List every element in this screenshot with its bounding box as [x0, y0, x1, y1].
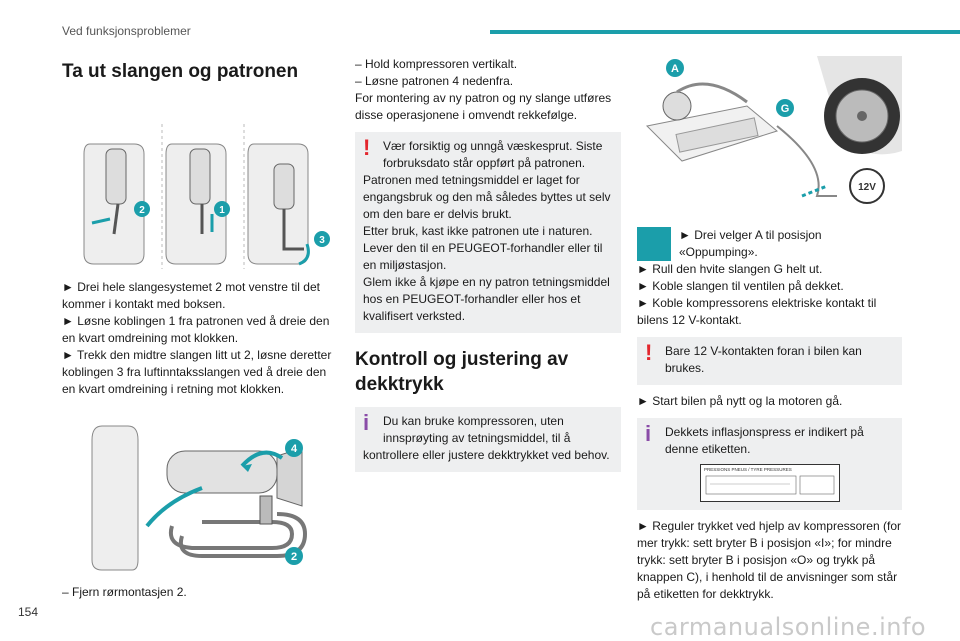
info-box: i Dekkets inflasjonspress er indikert på… [637, 418, 902, 510]
warning-text: Bare 12 V-kontakten foran i bilen kan br… [665, 344, 862, 375]
section-header: Ved funksjonsproblemer [62, 24, 191, 38]
section-heading: Kontroll og justering av dekktrykk [355, 349, 569, 395]
step-text: ► Start bilen på nytt og la motoren gå. [637, 394, 843, 408]
section-title: Ta ut slangen og patronen [62, 61, 299, 82]
info-text: Du kan bruke kompressoren, uten innsprøy… [383, 414, 571, 445]
warning-text: Patronen med tetningsmiddel er laget for… [363, 173, 611, 323]
info-icon: i [645, 421, 652, 446]
page-number: 154 [18, 605, 39, 619]
watermark: carmanualsonline.info [650, 613, 927, 641]
info-text: kontrollere eller justere dekktrykket ve… [363, 448, 610, 462]
tyre-pressure-label-illustration: PRESSIONS PNEUS / TYRE PRESSURES [699, 464, 840, 502]
figure-label: G [781, 103, 790, 115]
step-text: ► Rull den hvite slangen G helt ut. [637, 262, 823, 276]
compressor-illustration: 12V A G [645, 56, 902, 204]
warning-box: ! Bare 12 V-kontakten foran i bilen kan … [637, 337, 902, 385]
cartridge-illustration: 4 2 [91, 425, 308, 571]
figure-label: 2 [291, 551, 297, 563]
body-text: – Løsne patronen 4 nedenfra. [355, 74, 514, 88]
step-text: ► Drei hele slangesystemet 2 mot venstre… [62, 280, 320, 311]
step-text: ► Koble kompressorens elektriske kontakt… [637, 296, 877, 327]
warning-box: ! Vær forsiktig og unngå væskesprut. Sis… [355, 132, 621, 333]
step-text: – Fjern rørmontasjen 2. [62, 585, 187, 599]
info-box: i Du kan bruke kompressoren, uten innspr… [355, 407, 621, 472]
warning-icon: ! [363, 135, 371, 160]
info-icon: i [363, 410, 370, 435]
column-1: Ta ut slangen og patronen 2 1 3 ► Drei h… [62, 56, 332, 601]
warning-icon: ! [645, 340, 653, 365]
step-text: ► Drei velger A til posisjon «Oppumping»… [679, 228, 822, 259]
column-2: – Hold kompressoren vertikalt. – Løsne p… [355, 56, 621, 480]
figure-label: 3 [319, 235, 325, 246]
figure-label: A [671, 63, 679, 75]
figure-label: 1 [219, 205, 225, 216]
info-text: Dekkets inflasjonspress er indikert på d… [665, 425, 864, 456]
step-text: ► Koble slangen til ventilen på dekket. [637, 279, 844, 293]
step-text: ► Reguler trykket ved hjelp av kompresso… [637, 519, 901, 601]
step-text: ► Trekk den midtre slangen litt ut 2, lø… [62, 348, 332, 396]
figure-label: 2 [139, 205, 145, 216]
hose-removal-illustration: 2 1 3 [83, 124, 330, 269]
label-header-text: PRESSIONS PNEUS / TYRE PRESSURES [704, 467, 792, 472]
column-3: 12V A G ► Drei velger A til posisjon «Op… [637, 56, 902, 603]
warning-text: Vær forsiktig og unngå væskesprut. Siste… [383, 139, 603, 170]
rotate-selector-icon [637, 227, 671, 261]
step-row: ► Drei velger A til posisjon «Oppumping»… [637, 227, 902, 261]
step-text: ► Løsne koblingen 1 fra patronen ved å d… [62, 314, 330, 345]
figure-label: 12V [858, 182, 876, 193]
body-text: For montering av ny patron og ny slange … [355, 91, 612, 122]
figure-label: 4 [291, 443, 298, 455]
header-bar [490, 30, 960, 34]
body-text: – Hold kompressoren vertikalt. [355, 57, 518, 71]
